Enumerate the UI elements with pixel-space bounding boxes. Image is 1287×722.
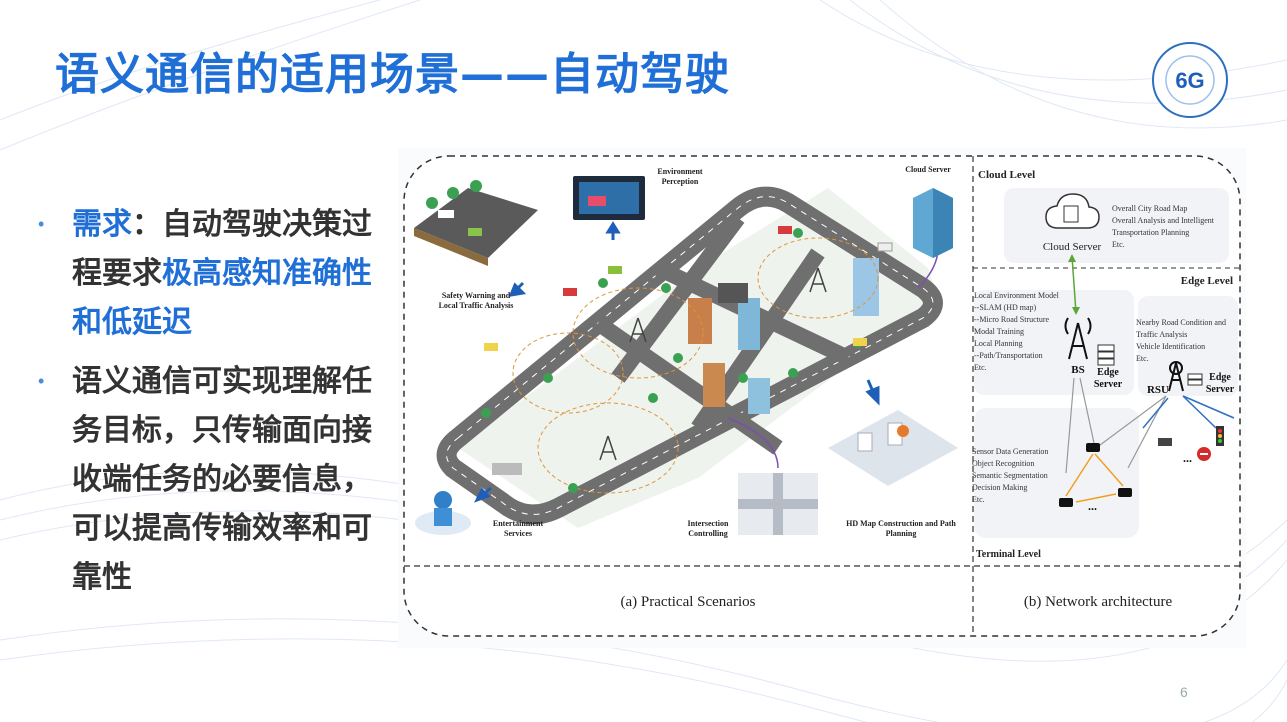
label-safety-2: Local Traffic Analysis: [439, 301, 514, 310]
edge-server-2-line-1: Edge: [1209, 372, 1231, 383]
terminal-panel: [974, 408, 1139, 538]
label-entertainment-1: Entertainment: [493, 519, 544, 528]
bs-label: BS: [1071, 364, 1084, 376]
cloud-text-1: Overall City Road Map: [1112, 204, 1187, 213]
cloud-text-2: Overall Analysis and Intelligent: [1112, 216, 1215, 225]
rsu-tower-icon: [1168, 361, 1184, 392]
edge-left-text-2: --SLAM (HD map): [974, 303, 1037, 312]
cloud-level-panel: [1004, 188, 1229, 263]
edge-server-1-line-2: Server: [1094, 379, 1123, 390]
page-number: 6: [1180, 684, 1188, 700]
terminal-text-1: Sensor Data Generation: [972, 447, 1048, 456]
vignette-intersection: [738, 473, 818, 535]
vignette-safety-warning: [414, 180, 538, 266]
rsu-ellipsis: ...: [1183, 451, 1192, 465]
vignette-hd-map: [828, 410, 958, 486]
slide-title: 语义通信的适用场景——自动驾驶: [55, 49, 730, 100]
cell-tower-icons: [599, 267, 827, 461]
edge-server-1-line-1: Edge: [1097, 367, 1119, 378]
label-intersection-1: Intersection: [688, 519, 729, 528]
edge-right-text-3: Vehicle Identification: [1136, 342, 1205, 351]
bullet-dot: •: [38, 214, 45, 234]
label-entertainment-2: Services: [504, 529, 532, 538]
edge-server-icon-2: [1187, 373, 1203, 386]
bullet-1-part-1: 需求: [72, 207, 132, 242]
bullet-2-text: 语义通信可实现理解任务目标，只传输面向接收端任务的必要信息，可以提高传输效率和可…: [72, 364, 372, 595]
caption-practical-scenarios: (a) Practical Scenarios: [621, 594, 756, 610]
bullet-dot: •: [38, 371, 45, 391]
edge-left-panel: [974, 290, 1134, 395]
city-scene: [436, 186, 943, 528]
edge-left-text-1: Local Environment Model: [974, 291, 1060, 300]
edge-left-text-3: --Micro Road Structure: [974, 315, 1050, 324]
label-safety-1: Safety Warning and: [442, 291, 511, 300]
cloud-text-4: Etc.: [1112, 240, 1125, 249]
terminal-text-2: Object Recognition: [972, 459, 1034, 468]
bullet-item-2: • 语义通信可实现理解任务目标，只传输面向接收端任务的必要信息，可以提高传输效率…: [36, 357, 376, 602]
edge-right-text-4: Etc.: [1136, 354, 1149, 363]
vignette-cloud-server: [913, 188, 953, 258]
edge-server-icon-1: [1097, 344, 1115, 366]
label-cloud-server-scene: Cloud Server: [905, 165, 951, 174]
edge-left-text-4: Modal Training: [974, 327, 1024, 336]
logo-text: 6G: [1175, 68, 1204, 93]
label-intersection-2: Controlling: [688, 529, 727, 538]
cloud-text-3: Transportation Planning: [1112, 228, 1189, 237]
bullet-1-part-2: ：自动驾驶决策过程要求: [72, 207, 372, 291]
terminal-text-4: Decision Making: [972, 483, 1027, 492]
vignette-environment-perception: [573, 176, 645, 220]
label-environment-perception-1: Environment: [657, 167, 703, 176]
edge-right-text-1: Nearby Road Condition and: [1136, 318, 1226, 327]
terminal-vehicles: [1059, 443, 1132, 507]
edge-right-panel: [1138, 296, 1238, 396]
bullet-list: • 需求：自动驾驶决策过程要求极高感知准确性和低延迟 • 语义通信可实现理解任务…: [36, 200, 376, 612]
caption-network-architecture: (b) Network architecture: [1024, 594, 1173, 610]
cloud-bs-link: [1071, 255, 1077, 314]
edge-left-text-6: --Path/Transportation: [974, 351, 1043, 360]
edge-left-text-7: Etc.: [974, 363, 987, 372]
bs-tower-icon: [1064, 317, 1092, 360]
edge-server-2-line-2: Server: [1206, 384, 1235, 395]
cloud-server-icon: [1045, 193, 1100, 229]
terminal-text-3: Semantic Segmentation: [972, 471, 1048, 480]
bullet-1-part-3: 极高感知准确性和低延迟: [72, 256, 372, 340]
edge-right-text-2: Traffic Analysis: [1136, 330, 1187, 339]
vehicles: [484, 226, 893, 475]
terminal-text-5: Etc.: [972, 495, 985, 504]
vignette-entertainment: [415, 491, 471, 535]
label-hdmap-2: Planning: [886, 529, 917, 538]
terminal-ellipsis: ...: [1088, 499, 1097, 513]
edge-level-label: Edge Level: [1181, 275, 1233, 287]
terminal-level-label: Terminal Level: [976, 549, 1041, 560]
label-environment-perception-2: Perception: [662, 177, 699, 186]
imt2030-logo: 6G: [1152, 42, 1228, 118]
buildings: [688, 258, 879, 414]
cloud-server-label: Cloud Server: [1043, 241, 1102, 253]
cloud-level-label: Cloud Level: [978, 169, 1035, 181]
roadside-icons: [1158, 426, 1224, 461]
rsu-label: RSU: [1147, 384, 1169, 396]
bullet-item-1: • 需求：自动驾驶决策过程要求极高感知准确性和低延迟: [36, 200, 376, 347]
label-hdmap-1: HD Map Construction and Path: [846, 519, 956, 528]
edge-left-text-5: Local Planning: [974, 339, 1023, 348]
